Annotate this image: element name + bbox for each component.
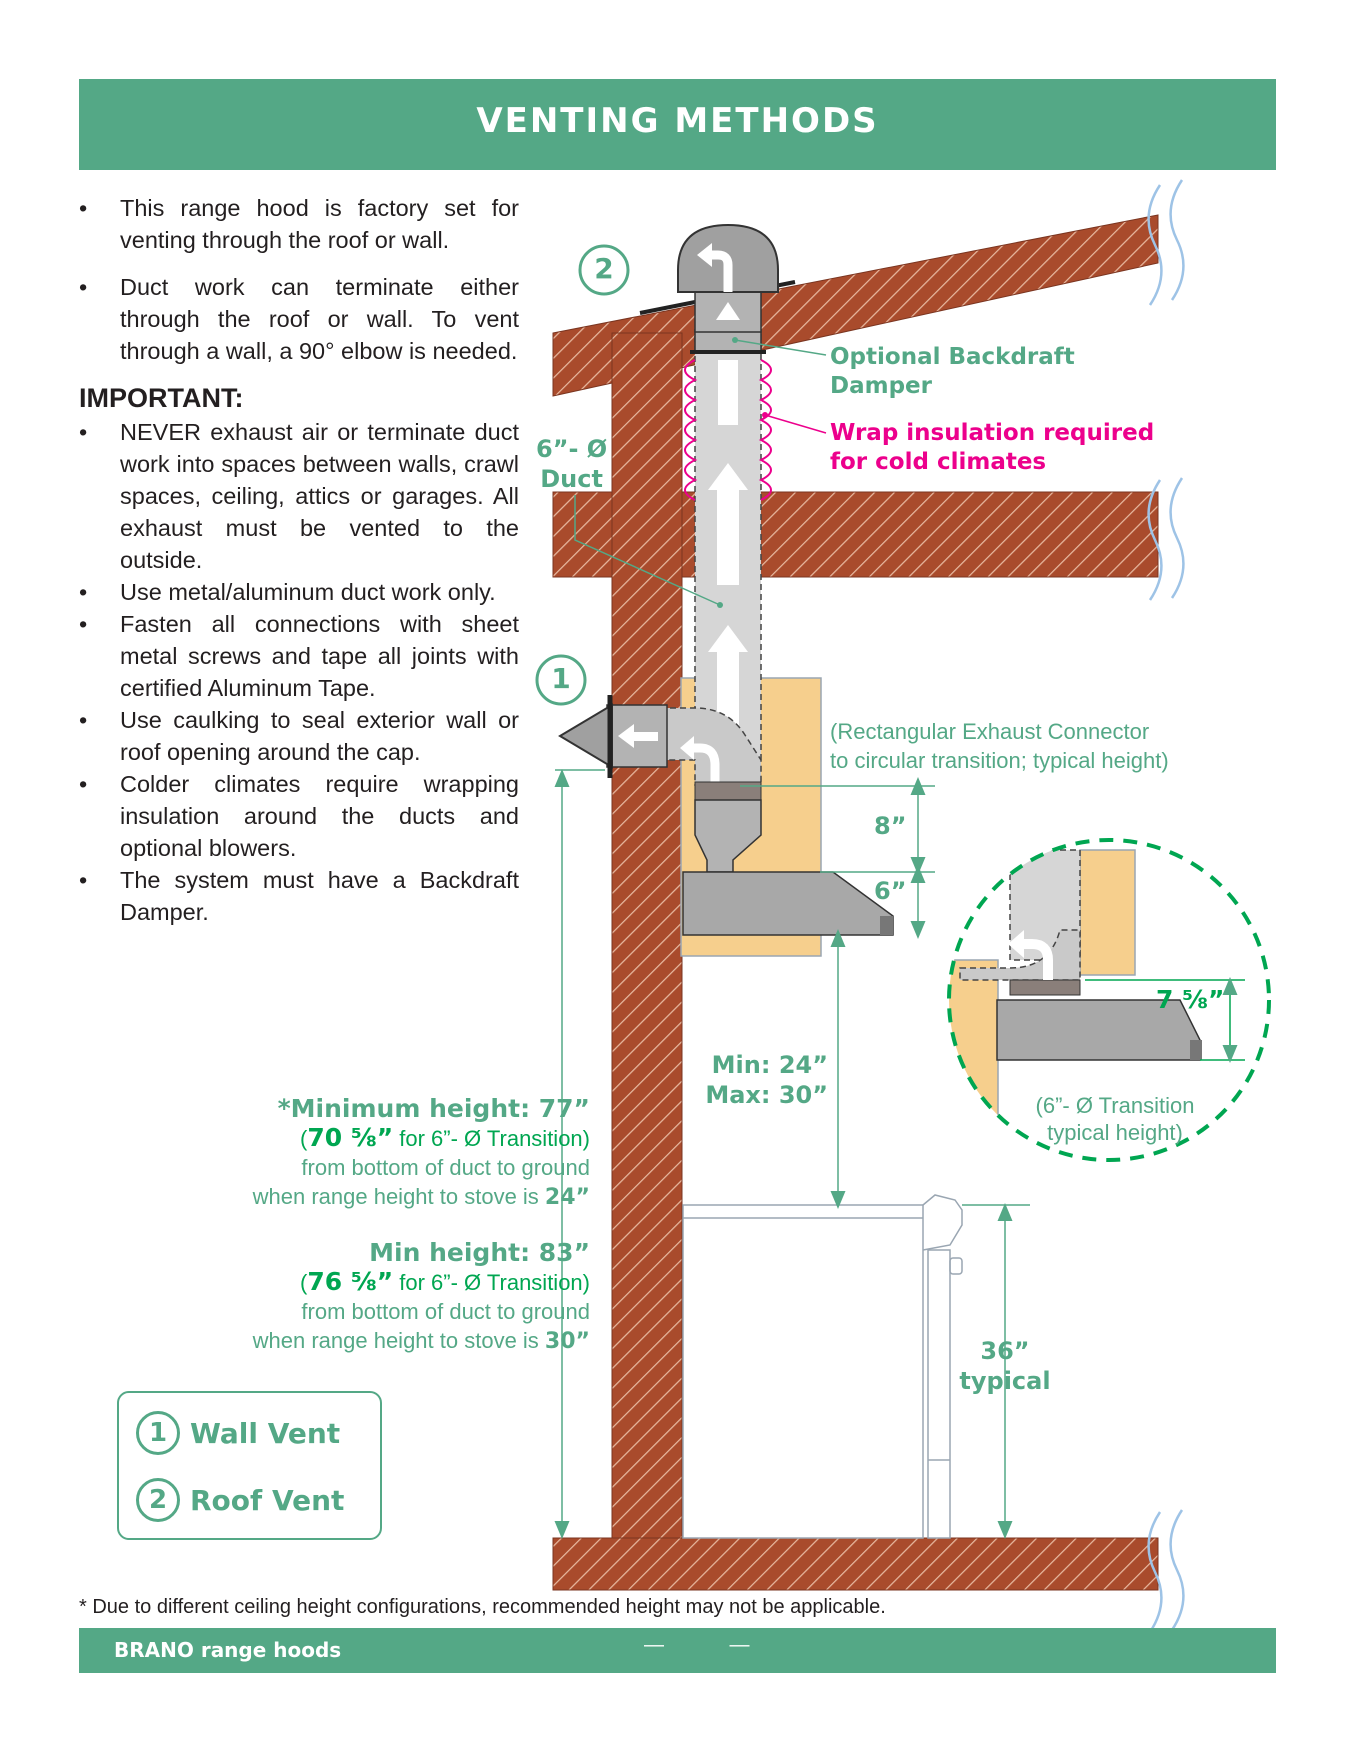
bullet-insulation: Colder climates require wrapping insulat… (79, 768, 519, 864)
wall-vent (558, 695, 762, 786)
range-hood (682, 781, 894, 936)
duct-label: 6”- Ø Duct (536, 434, 607, 494)
connector-label: (Rectangular Exhaust Connector to circul… (830, 717, 1169, 775)
insulation-label-line2: for cold climates (830, 449, 1047, 475)
page-title: VENTING METHODS (476, 101, 879, 141)
height-note-line1: from bottom of duct to ground (301, 1299, 590, 1324)
stove-height-label: 36” typical (955, 1336, 1055, 1396)
damper-label: Optional Backdraft Damper (830, 343, 1075, 401)
insulation-coils (684, 359, 772, 501)
bullet-caulking: Use caulking to seal exterior wall or ro… (79, 704, 519, 768)
stove-height-line2: typical (959, 1367, 1051, 1395)
dim-8-label: 8” (874, 812, 907, 840)
range-height-label: Min: 24” Max: 30” (698, 1050, 828, 1110)
stove (682, 1194, 963, 1539)
height-note-title: Min height: 83” (369, 1238, 590, 1267)
range-max-label: Max: 30” (705, 1081, 828, 1109)
height-note-line2: when range height to stove is 24” (252, 1184, 590, 1210)
dimension-lines (554, 769, 1030, 1539)
height-note-24: *Minimum height: 77” (70 ⅝” for 6”- Ø Tr… (180, 1094, 590, 1212)
instructions-panel: This range hood is factory set for venti… (79, 192, 519, 928)
stove-height-line1: 36” (980, 1337, 1030, 1365)
height-note-transition: (70 ⅝” for 6”- Ø Transition) (300, 1123, 590, 1152)
damper-label-line1: Optional Backdraft (830, 344, 1075, 370)
leader-lines (574, 337, 827, 608)
height-note-title: *Minimum height: 77” (277, 1094, 590, 1123)
marker-roof-number: 2 (594, 252, 614, 285)
header-banner: VENTING METHODS (79, 79, 1276, 170)
legend-item-roof-vent: 2 Roof Vent (136, 1476, 344, 1524)
footer-brand: BRANO range hoods (114, 1638, 342, 1662)
duct-label-line2: Duct (540, 465, 603, 493)
inset-dim-label: 7 ⅝” (1156, 985, 1225, 1014)
legend-label: Roof Vent (190, 1483, 345, 1517)
bullet-backdraft: The system must have a Backdraft Damper. (79, 864, 519, 928)
vent-legend: 1 Wall Vent 2 Roof Vent (117, 1391, 382, 1540)
marker-roof (578, 244, 630, 296)
legend-number: 1 (136, 1411, 180, 1455)
bullet-fasten: Fasten all connections with sheet metal … (79, 608, 519, 704)
inset-label-line2: typical height) (1047, 1120, 1183, 1145)
inset-label: (6”- Ø Transition typical height) (1020, 1092, 1210, 1146)
footer-page: — — (644, 1634, 780, 1656)
bullet-metal-duct: Use metal/aluminum duct work only. (79, 576, 519, 608)
legend-label: Wall Vent (190, 1416, 341, 1450)
footer-bar: BRANO range hoods — — (79, 1628, 1276, 1673)
height-note-transition: (76 ⅝” for 6”- Ø Transition) (300, 1267, 590, 1296)
marker-wall (535, 654, 587, 706)
connector-label-line1: (Rectangular Exhaust Connector (830, 719, 1150, 744)
height-note-30: Min height: 83” (76 ⅝” for 6”- Ø Transit… (180, 1238, 590, 1356)
legend-item-wall-vent: 1 Wall Vent (136, 1409, 340, 1457)
floor (552, 1537, 1159, 1591)
range-min-label: Min: 24” (711, 1051, 828, 1079)
bullet-never-exhaust: NEVER exhaust air or terminate duct work… (79, 416, 519, 576)
dim-6-label: 6” (874, 877, 907, 905)
inset-label-line1: (6”- Ø Transition (1035, 1093, 1195, 1118)
inset-detail (947, 838, 1271, 1162)
height-note-line1: from bottom of duct to ground (301, 1155, 590, 1180)
important-heading: IMPORTANT: (79, 383, 244, 413)
break-marks (1147, 179, 1185, 1633)
marker-wall-number: 1 (551, 662, 571, 695)
damper-label-line2: Damper (830, 373, 932, 399)
height-note-line2: when range height to stove is 30” (252, 1328, 590, 1354)
bullet-factory-set: This range hood is factory set for venti… (79, 192, 519, 256)
bullet-duct-termination: Duct work can terminate either through t… (79, 271, 519, 367)
insulation-label: Wrap insulation required for cold climat… (830, 419, 1154, 477)
duct-label-line1: 6”- Ø (536, 435, 608, 463)
legend-number: 2 (136, 1478, 180, 1522)
connector-label-line2: to circular transition; typical height) (830, 748, 1169, 773)
airflow-arrows (708, 302, 748, 737)
footnote: * Due to different ceiling height config… (79, 1596, 886, 1618)
backdraft-damper (694, 329, 762, 353)
insulation-label-line1: Wrap insulation required (830, 420, 1155, 446)
exterior-wall (611, 332, 683, 1554)
